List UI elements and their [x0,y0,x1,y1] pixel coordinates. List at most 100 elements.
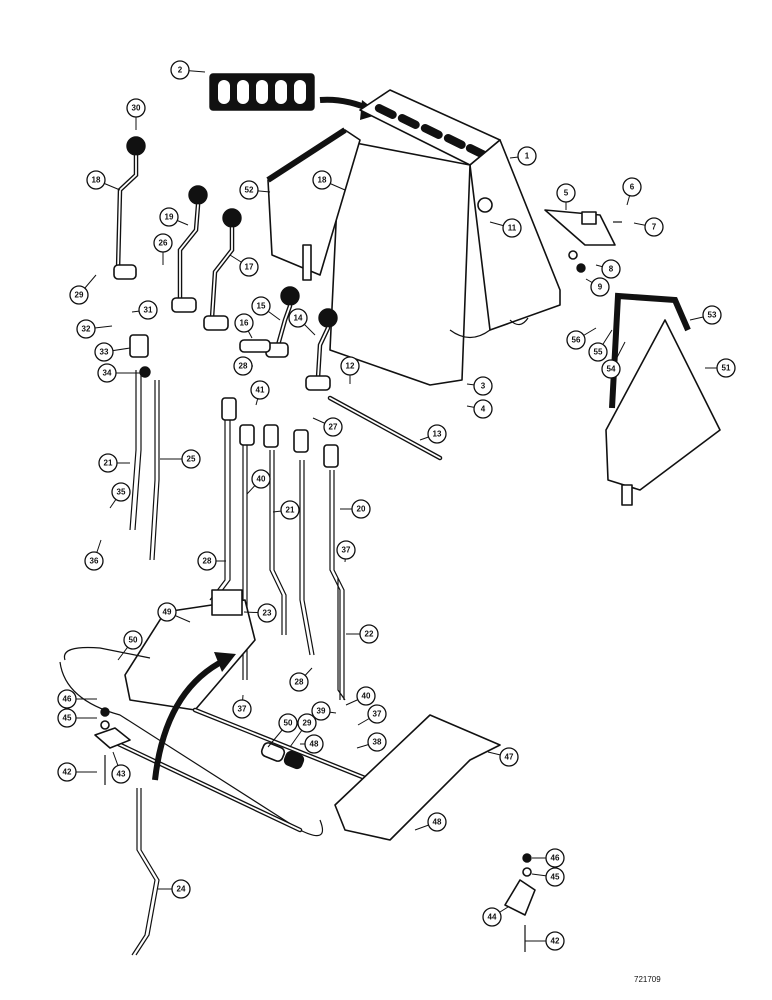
callout-1: 1 [517,146,537,166]
callout-55: 55 [588,342,608,362]
callout-text: 5 [564,189,569,198]
part-1-console [329,89,561,386]
callout-46: 46 [57,689,77,709]
callout-48: 48 [427,812,447,832]
lever-15 [265,286,300,358]
callout-text: 45 [551,873,560,882]
callout-23: 23 [257,603,277,623]
callout-25: 25 [181,449,201,469]
callout-40: 40 [251,469,271,489]
callout-text: 26 [159,239,168,248]
drawing-number: 721709 [634,975,661,984]
callout-text: 13 [433,430,442,439]
callout-text: 28 [239,362,248,371]
part-44-bracket [504,853,536,952]
callout-9: 9 [590,277,610,297]
callout-text: 3 [481,382,486,391]
callout-text: 2 [178,66,183,75]
callout-27: 27 [323,417,343,437]
callout-15: 15 [251,296,271,316]
callout-29: 29 [297,713,317,733]
callout-text: 17 [245,263,254,272]
callout-text: 54 [607,365,616,374]
callout-text: 32 [82,325,91,334]
callout-text: 25 [187,455,196,464]
callout-28: 28 [233,356,253,376]
callout-text: 9 [598,283,603,292]
callout-12: 12 [340,356,360,376]
callout-22: 22 [359,624,379,644]
callout-38: 38 [367,732,387,752]
callout-6: 6 [622,177,642,197]
callout-17: 17 [239,257,259,277]
callout-42: 42 [57,762,77,782]
callout-31: 31 [138,300,158,320]
callout-44: 44 [482,907,502,927]
callout-28: 28 [197,551,217,571]
callout-text: 33 [100,348,109,357]
callout-text: 41 [256,386,265,395]
callout-text: 40 [362,692,371,701]
callout-text: 16 [240,319,249,328]
part-2-pad [209,73,315,111]
callout-text: 40 [257,475,266,484]
callout-text: 28 [295,678,304,687]
callout-text: 20 [357,505,366,514]
callout-text: 38 [373,738,382,747]
callout-text: 39 [317,707,326,716]
callout-14: 14 [288,308,308,328]
callout-21: 21 [280,500,300,520]
lever-18 [171,185,208,313]
callout-53: 53 [702,305,722,325]
part-24-rod [131,788,160,956]
callout-text: 1 [525,152,530,161]
callout-13: 13 [427,424,447,444]
callout-3: 3 [473,376,493,396]
pedal-arrow [152,652,236,781]
callout-text: 44 [488,913,497,922]
callout-11: 11 [502,218,522,238]
callout-50: 50 [278,713,298,733]
callout-2: 2 [170,60,190,80]
part-13-shaft [327,395,443,461]
callout-text: 35 [117,488,126,497]
callout-text: 34 [103,369,112,378]
callout-text: 43 [117,770,126,779]
callout-text: 42 [63,768,72,777]
callout-36: 36 [84,551,104,571]
lever-14 [305,308,338,391]
callout-text: 6 [630,183,635,192]
callout-text: 21 [104,459,113,468]
callout-49: 49 [157,602,177,622]
callout-text: 22 [365,630,374,639]
callout-text: 18 [318,176,327,185]
callout-24: 24 [171,879,191,899]
callout-47: 47 [499,747,519,767]
callout-41: 41 [250,380,270,400]
part-51-side-panel [605,292,721,506]
callout-48: 48 [304,734,324,754]
callout-text: 37 [238,705,247,714]
callout-text: 51 [722,364,731,373]
part-43-bracket [94,707,131,785]
callout-text: 48 [433,818,442,827]
callout-37: 37 [232,699,252,719]
callout-37: 37 [336,540,356,560]
callout-text: 50 [284,719,293,728]
callout-text: 14 [294,314,303,323]
callout-text: 30 [132,104,141,113]
callout-text: 15 [257,302,266,311]
lever-19 [113,136,146,280]
callout-35: 35 [111,482,131,502]
callout-18: 18 [312,170,332,190]
callout-28: 28 [289,672,309,692]
callout-text: 23 [263,609,272,618]
callout-text: 48 [310,740,319,749]
callout-text: 36 [90,557,99,566]
callout-19: 19 [159,207,179,227]
callout-text: 18 [92,176,101,185]
callout-text: 42 [551,937,560,946]
callout-18: 18 [86,170,106,190]
callout-4: 4 [473,399,493,419]
